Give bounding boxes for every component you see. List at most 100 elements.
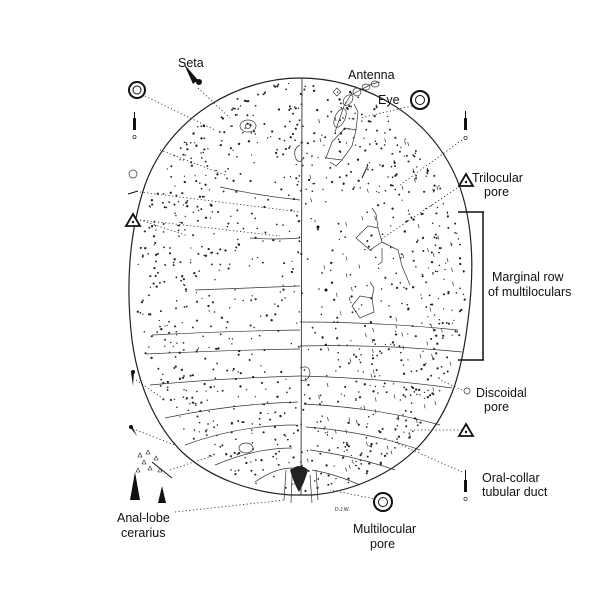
pore-dot bbox=[373, 375, 376, 378]
pore-dot bbox=[391, 341, 395, 344]
pore-dot bbox=[297, 251, 300, 254]
pore-dot bbox=[221, 444, 224, 446]
pore-dot bbox=[243, 99, 247, 102]
pore-dot bbox=[427, 267, 429, 269]
seta-mark bbox=[334, 116, 337, 121]
pore-dot bbox=[360, 113, 363, 116]
pore-dot bbox=[434, 233, 437, 236]
pore-dot bbox=[183, 175, 186, 177]
pore-dot bbox=[194, 175, 196, 177]
pore-dot bbox=[316, 108, 319, 112]
pore-dot bbox=[216, 362, 218, 365]
pore-dot bbox=[422, 250, 425, 252]
pore-dot bbox=[412, 259, 415, 262]
pore-dot bbox=[264, 231, 267, 234]
pore-dot bbox=[367, 120, 370, 123]
seta-mark bbox=[426, 341, 429, 346]
pore-dot bbox=[300, 103, 303, 106]
pore-dot bbox=[147, 252, 150, 255]
pore-dot bbox=[142, 299, 144, 302]
pore-dot bbox=[377, 392, 379, 394]
pore-dot bbox=[236, 453, 239, 456]
pore-dot bbox=[367, 423, 369, 425]
pore-dot bbox=[274, 438, 277, 441]
pore-dot bbox=[316, 421, 318, 423]
pore-dot bbox=[208, 346, 210, 349]
pore-dot bbox=[319, 420, 322, 423]
pore-dot bbox=[364, 248, 366, 251]
pore-dot bbox=[424, 397, 426, 399]
pore-dot bbox=[263, 371, 266, 373]
pore-dot bbox=[367, 168, 369, 171]
label-anallobe-line1: Anal-lobe bbox=[117, 511, 170, 525]
pore-dot bbox=[176, 406, 178, 408]
pore-dot bbox=[175, 299, 178, 302]
pore-dot bbox=[313, 132, 316, 135]
pore-dot bbox=[425, 175, 427, 177]
pore-dot bbox=[398, 193, 401, 196]
pore-dot bbox=[425, 281, 428, 284]
pore-dot bbox=[303, 88, 306, 91]
pore-dot bbox=[457, 238, 460, 240]
pore-dot bbox=[395, 272, 398, 275]
pore-dot bbox=[319, 394, 322, 397]
seta-mark bbox=[345, 256, 348, 261]
pore-dot bbox=[430, 251, 433, 254]
pore-dot bbox=[228, 307, 231, 309]
pore-dot bbox=[337, 351, 339, 354]
pore-dot bbox=[207, 423, 209, 425]
pore-dot bbox=[357, 467, 360, 470]
pore-dot bbox=[355, 144, 357, 146]
pore-dot bbox=[394, 136, 397, 139]
pore-dot bbox=[252, 130, 256, 133]
pore-dot bbox=[344, 236, 347, 238]
pore-dot bbox=[378, 185, 381, 187]
pore-dot bbox=[294, 407, 297, 409]
pore-dot bbox=[355, 380, 358, 383]
pore-dot bbox=[430, 338, 433, 340]
pore-dot bbox=[383, 385, 385, 388]
pore-dot bbox=[327, 474, 330, 477]
pore-dot bbox=[166, 168, 169, 170]
pore-dot bbox=[183, 375, 185, 377]
pore-dot bbox=[179, 159, 181, 161]
pore-dot bbox=[251, 432, 253, 434]
pore-dot bbox=[140, 301, 144, 304]
pore-dot bbox=[297, 180, 300, 183]
pore-dot bbox=[350, 302, 352, 304]
pore-dot bbox=[381, 233, 384, 235]
pore-dot bbox=[304, 202, 307, 205]
pore-dot bbox=[390, 225, 392, 227]
pore-dot bbox=[367, 245, 370, 248]
pore-dot bbox=[431, 303, 434, 306]
pore-dot bbox=[182, 278, 185, 281]
pore-dot bbox=[462, 293, 465, 296]
pore-dot bbox=[186, 200, 189, 202]
pore-dot bbox=[266, 401, 269, 403]
pore-dot bbox=[436, 367, 439, 370]
label-seta: Seta bbox=[178, 56, 204, 70]
pore-dot bbox=[195, 404, 197, 407]
pore-dot bbox=[387, 348, 390, 351]
pore-dot bbox=[276, 381, 279, 384]
pore-dot bbox=[369, 450, 372, 453]
pore-dot bbox=[365, 128, 368, 131]
pore-dot bbox=[226, 225, 229, 228]
pore-dot bbox=[378, 350, 381, 353]
pore-dot bbox=[278, 137, 281, 140]
pore-dot bbox=[219, 333, 222, 336]
pore-dot bbox=[350, 105, 352, 108]
pore-dot bbox=[357, 423, 360, 426]
pore-dot bbox=[390, 343, 392, 345]
pore-dot bbox=[347, 362, 350, 365]
pore-dot bbox=[234, 473, 237, 476]
pore-dot bbox=[400, 253, 403, 255]
pore-dot bbox=[393, 160, 396, 163]
pore-dot bbox=[389, 315, 392, 319]
pore-dot bbox=[282, 153, 285, 156]
pore-dot bbox=[155, 229, 157, 231]
pore-dot bbox=[323, 427, 325, 430]
pore-dot bbox=[203, 137, 206, 140]
label-multilocular-line2: pore bbox=[370, 537, 395, 551]
label-marginal-line1: Marginal row bbox=[492, 270, 565, 284]
